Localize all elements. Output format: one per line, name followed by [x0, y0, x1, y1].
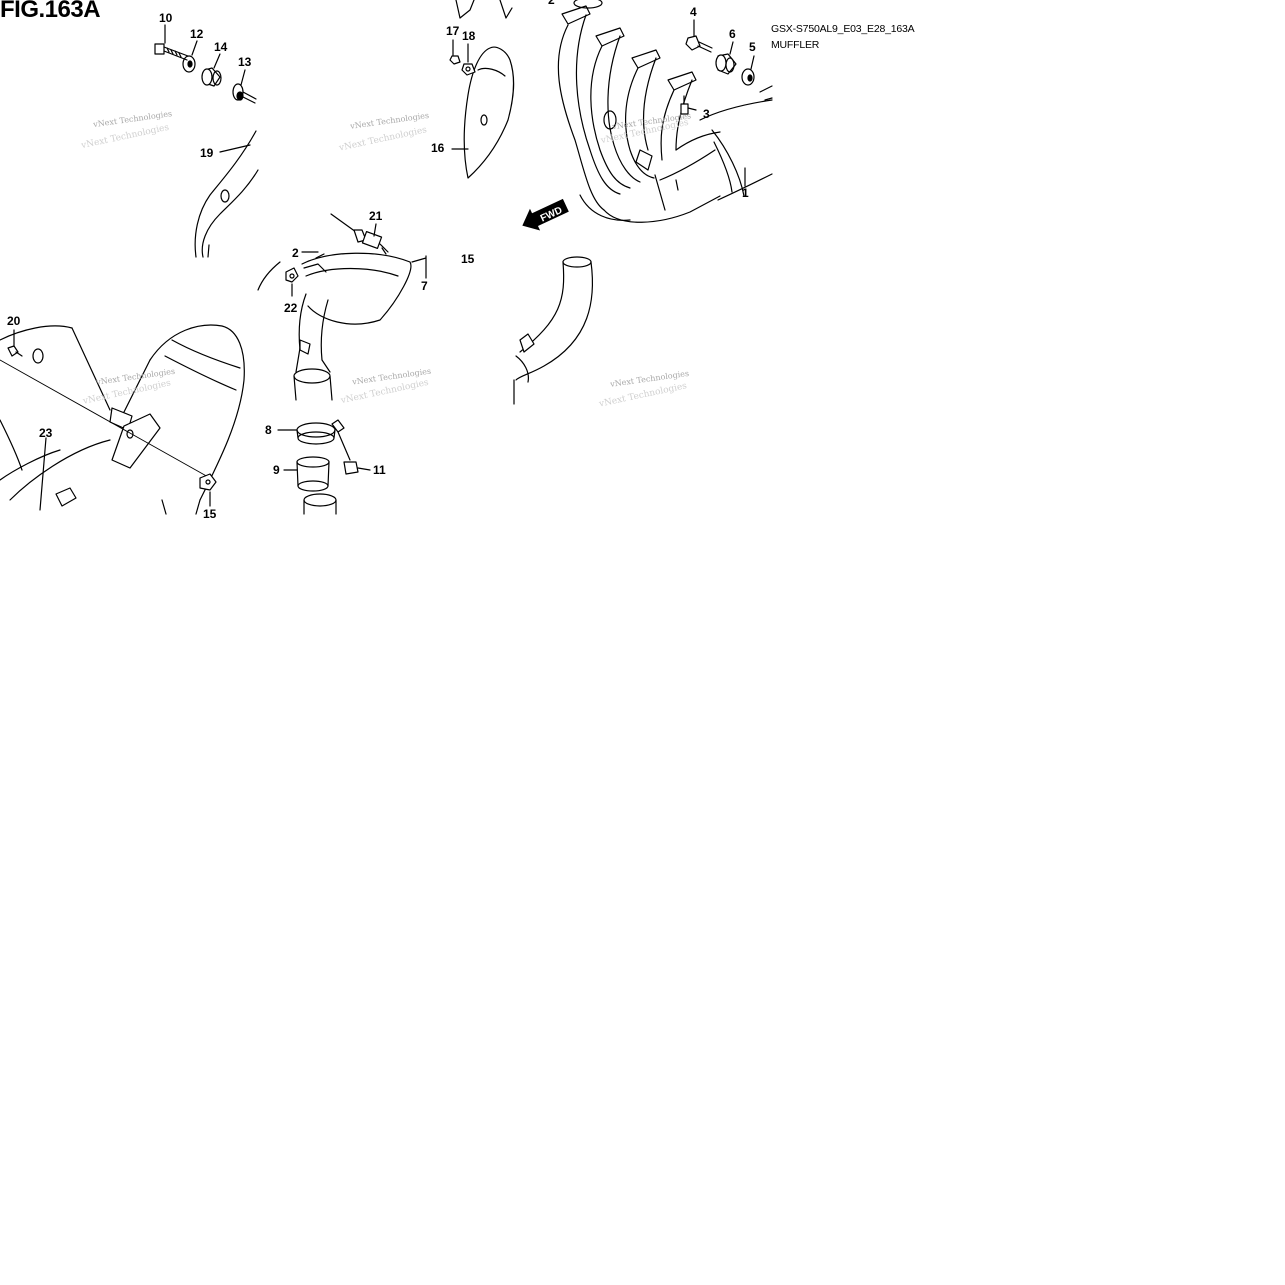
fwd-arrow-icon: FWD	[522, 198, 569, 231]
muffler-23-drawing	[0, 324, 245, 515]
gasket-9-drawing	[283, 456, 330, 492]
bolt-13-drawing	[232, 83, 257, 104]
callout-6: 6	[729, 27, 736, 41]
callout-8: 8	[265, 423, 272, 437]
pipe-bend-drawing	[513, 256, 594, 405]
nut-15-drawing	[199, 473, 217, 507]
callouts: 10 12 14 13 19 17 18 16 2 4 6 5 3 1 21 2…	[7, 0, 756, 521]
callout-2: 2	[292, 246, 299, 260]
callout-2-top: 2	[548, 0, 555, 7]
heat-cover-19-drawing	[194, 130, 259, 258]
bolt-10-drawing	[154, 43, 189, 61]
callout-1: 1	[742, 186, 749, 200]
connector-pipe-7-drawing	[257, 252, 427, 401]
section-name: MUFFLER	[771, 39, 820, 51]
heat-shield-16-drawing	[463, 46, 515, 179]
callout-19: 19	[200, 146, 214, 160]
callout-13: 13	[238, 55, 252, 69]
nut-17-drawing	[449, 39, 461, 65]
collar-6-drawing	[715, 41, 737, 75]
bolt-11-drawing	[337, 431, 371, 475]
o2-sensor-21-drawing	[330, 213, 389, 255]
nut-18-drawing	[461, 43, 476, 76]
pipe-stub-drawing	[303, 493, 337, 515]
clamp-8-drawing	[277, 419, 345, 445]
callout-18: 18	[462, 29, 476, 43]
fwd-label: FWD	[539, 205, 564, 225]
callout-15-upper: 15	[461, 252, 475, 266]
callout-21: 21	[369, 209, 383, 223]
bolt-20-drawing	[7, 329, 23, 357]
callout-23: 23	[39, 426, 53, 440]
callout-10: 10	[159, 11, 173, 25]
callout-4: 4	[690, 5, 697, 19]
callout-5: 5	[749, 40, 756, 54]
callout-12: 12	[190, 27, 204, 41]
watermark-shadow: vNext Technologies	[81, 378, 172, 407]
watermarks: vNext Technologies vNext Technologies vN…	[79, 109, 691, 410]
washer-12-drawing	[182, 55, 196, 73]
bolt-4-drawing	[685, 19, 713, 53]
callout-15-lower: 15	[203, 507, 217, 521]
collar-14-drawing	[201, 67, 222, 87]
model-code: GSX-S750AL9_E03_E28_163A	[771, 23, 915, 35]
callout-16: 16	[431, 141, 445, 155]
callout-11: 11	[373, 463, 386, 477]
exhaust-pipe-1-drawing	[557, 0, 773, 223]
callout-3: 3	[703, 107, 710, 121]
callout-14: 14	[214, 40, 228, 54]
washer-5-drawing	[741, 55, 755, 86]
figure-title: FIG.163A	[0, 0, 101, 23]
callout-9: 9	[273, 463, 280, 477]
callout-17: 17	[446, 24, 460, 38]
callout-20: 20	[7, 314, 21, 328]
bolt-3-drawing	[680, 95, 697, 115]
callout-7: 7	[421, 279, 428, 293]
top-bracket-drawing	[455, 0, 513, 19]
callout-22: 22	[284, 301, 298, 315]
nut-22-drawing	[285, 267, 299, 297]
